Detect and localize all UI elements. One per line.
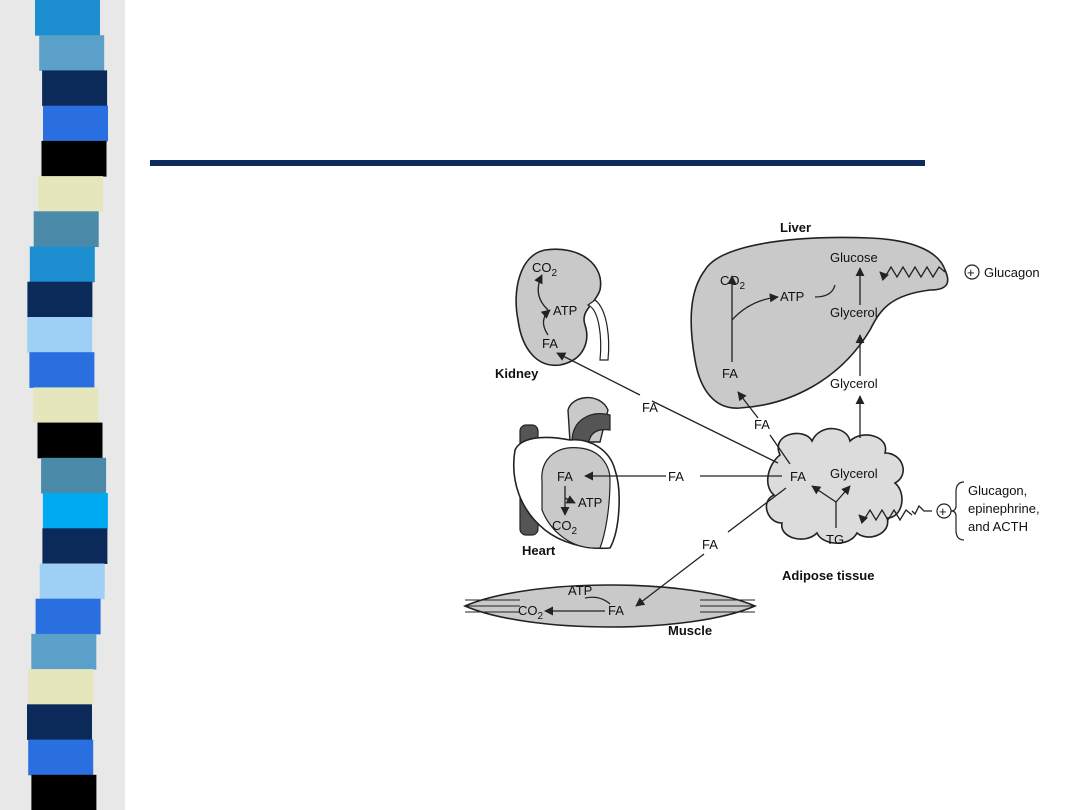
- stripe-segment: [27, 317, 93, 353]
- hormones-line-1: Glucagon,: [968, 483, 1027, 498]
- kidney-co2: CO2: [532, 260, 558, 279]
- fa-to-liver-label: FA: [754, 417, 770, 432]
- liver-label: Liver: [780, 220, 811, 235]
- stripe-segment: [33, 387, 99, 424]
- fatty-acid-metabolism-diagram: Liver Glucose CO2 ATP Glycerol FA + Gluc…: [462, 220, 1040, 638]
- heart-label: Heart: [522, 543, 556, 558]
- stripe-segment: [28, 739, 94, 776]
- muscle-fa: FA: [608, 603, 624, 618]
- stripe-segment: [39, 563, 105, 600]
- stripe-segment: [42, 528, 108, 564]
- stripe-segment: [29, 246, 95, 283]
- fa-to-heart-label: FA: [668, 469, 684, 484]
- decorative-stripe: [0, 0, 125, 810]
- adipose-label: Adipose tissue: [782, 568, 874, 583]
- stripe-segment: [42, 70, 108, 107]
- heart-fa: FA: [557, 469, 573, 484]
- hormones-line-3: and ACTH: [968, 519, 1028, 534]
- kidney-fa: FA: [542, 336, 558, 351]
- glucagon-plus: +: [967, 265, 975, 280]
- muscle-atp: ATP: [568, 583, 592, 598]
- stripe-segment: [38, 176, 104, 212]
- stripe-segment: [41, 140, 107, 177]
- glycerol-transport-label: Glycerol: [830, 376, 878, 391]
- stripe-segment: [37, 422, 103, 459]
- hormones-line-2: epinephrine,: [968, 501, 1040, 516]
- heart-co2: CO2: [552, 518, 578, 537]
- adipose-shape: [765, 427, 904, 544]
- liver-shape: [690, 236, 949, 409]
- adipose-glycerol: Glycerol: [830, 466, 878, 481]
- kidney-label: Kidney: [495, 366, 539, 381]
- stripe-segment: [27, 281, 93, 318]
- stripe-segment: [28, 669, 94, 705]
- liver-glucose: Glucose: [830, 250, 878, 265]
- adipose-tg: TG: [826, 532, 844, 547]
- adipose-fa: FA: [790, 469, 806, 484]
- hormones-plus: +: [939, 504, 947, 519]
- stripe-segment: [35, 598, 101, 635]
- kidney-atp: ATP: [553, 303, 577, 318]
- fa-to-muscle-label: FA: [702, 537, 718, 552]
- stripe-segment: [42, 493, 108, 529]
- stripe-segment: [35, 0, 100, 36]
- title-rule: [150, 160, 925, 166]
- fa-to-kidney-label: FA: [642, 400, 658, 415]
- muscle-label: Muscle: [668, 623, 712, 638]
- muscle-co2: CO2: [518, 603, 544, 622]
- stripe-segment: [33, 211, 99, 247]
- stripe-segment: [27, 704, 92, 740]
- stripe-segment: [43, 105, 108, 142]
- stripe-segment: [31, 774, 97, 810]
- stripe-segment: [39, 35, 105, 71]
- liver-glycerol: Glycerol: [830, 305, 878, 320]
- stripe-segment: [41, 457, 107, 494]
- heart-atp: ATP: [578, 495, 602, 510]
- stripe-segment: [31, 633, 97, 670]
- stripe-segment: [29, 352, 95, 388]
- glucagon-label: Glucagon: [984, 265, 1040, 280]
- liver-atp: ATP: [780, 289, 804, 304]
- liver-fa: FA: [722, 366, 738, 381]
